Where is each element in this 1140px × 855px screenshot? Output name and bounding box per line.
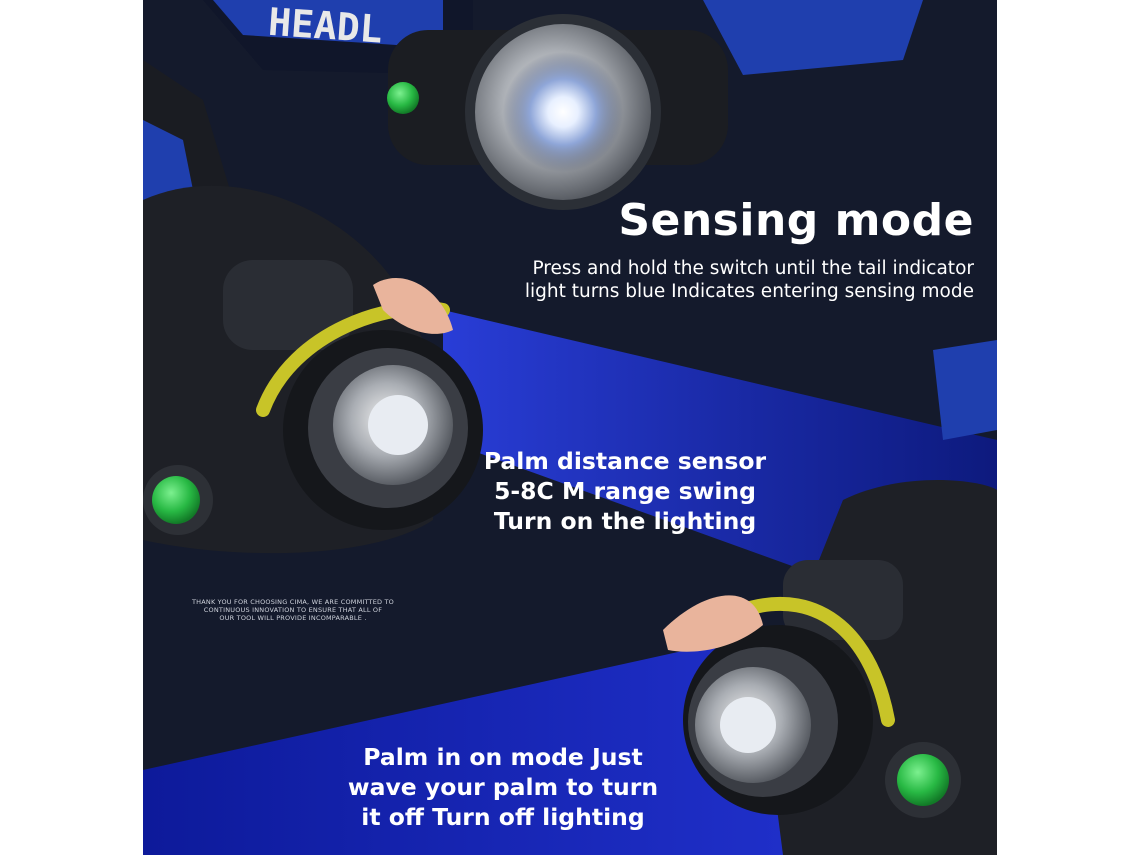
product-image-panel: HEADL [143, 0, 997, 855]
right-headlamp [663, 340, 997, 855]
subtitle-line: light turns blue Indicates entering sens… [524, 281, 974, 302]
fine-print-line: CONTINUOUS INNOVATION TO ENSURE THAT ALL… [203, 606, 383, 614]
palm-left [373, 277, 453, 334]
callout-line: wave your palm to turn [347, 773, 659, 801]
callout-line: Palm in on mode Just [363, 743, 643, 771]
callout-line: Turn on the lighting [493, 507, 757, 535]
callout-line: it off Turn off lighting [361, 803, 645, 831]
left-button-green [152, 476, 200, 524]
palm-right [663, 595, 763, 652]
top-headlamp: HEADL [203, 0, 923, 210]
callout-line: 5-8C M range swing [494, 477, 756, 505]
fine-print: THANK YOU FOR CHOOSING CIMA, WE ARE COMM… [163, 598, 423, 622]
fine-print-line: THANK YOU FOR CHOOSING CIMA, WE ARE COMM… [191, 598, 394, 606]
callout-palm: Palm in on mode Just wave your palm to t… [323, 742, 683, 832]
title: Sensing mode [618, 195, 974, 246]
callout-sensor: Palm distance sensor 5-8C M range swing … [463, 446, 787, 536]
strap-text: HEADL [267, 0, 384, 52]
right-button-green [897, 754, 949, 806]
led-glow [503, 52, 623, 172]
subtitle: Press and hold the switch until the tail… [143, 257, 974, 303]
sensor-arc-right [736, 597, 895, 727]
subtitle-line: Press and hold the switch until the tail… [532, 258, 974, 279]
left-headlamp [143, 60, 483, 554]
callout-line: Palm distance sensor [483, 447, 767, 475]
headlamp-illustration: HEADL [143, 0, 997, 855]
top-button-green [387, 82, 419, 114]
fine-print-line: OUR TOOL WILL PROVIDE INCOMPARABLE . [219, 614, 367, 622]
